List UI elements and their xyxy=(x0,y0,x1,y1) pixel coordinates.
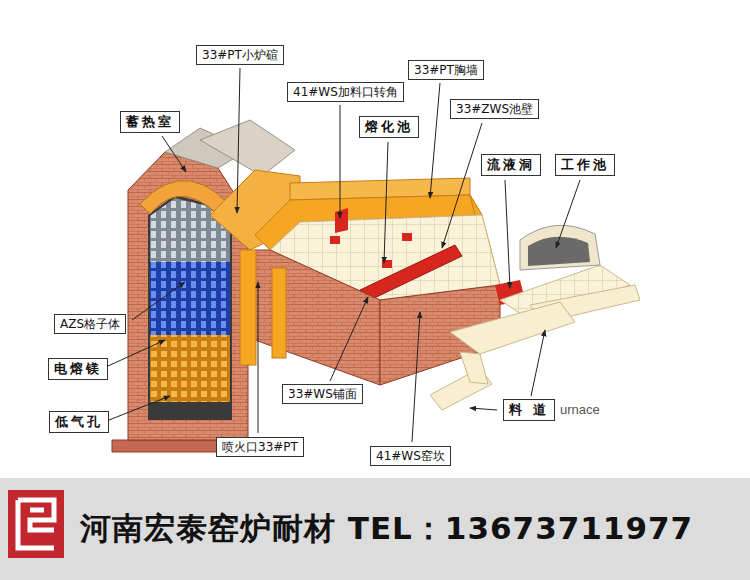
callout-box: 33#WS铺面 xyxy=(282,384,363,404)
leader-line xyxy=(384,142,388,263)
callout-box: 41#WS加料口转角 xyxy=(287,82,404,102)
working-opening xyxy=(528,237,590,266)
leader-line xyxy=(340,105,341,218)
section-label: 流液洞 xyxy=(481,154,541,176)
leader-line xyxy=(412,312,420,442)
leader-line xyxy=(330,297,368,381)
working-crown xyxy=(520,225,600,270)
logo-glyph xyxy=(18,500,54,548)
front-wall xyxy=(255,250,380,385)
callout-box: 33#ZWS池壁 xyxy=(450,99,539,119)
leader-lines xyxy=(108,68,580,442)
leader-line xyxy=(556,180,580,248)
callout-box: 33#PT小炉碹 xyxy=(196,45,284,65)
footer-band: 河南宏泰窑炉耐材 TEL：13673711977 xyxy=(0,478,750,580)
melting-tank xyxy=(240,178,525,385)
pillar xyxy=(272,268,286,358)
leader-line xyxy=(470,408,497,410)
leader-line xyxy=(258,282,259,433)
port-roof xyxy=(200,120,295,176)
callout-box: 喷火口33#PT xyxy=(216,437,304,457)
red-block xyxy=(330,236,340,244)
logo-square xyxy=(8,490,64,558)
regenerator xyxy=(112,128,262,452)
section-label: 低气孔 xyxy=(49,411,109,433)
regenerator-chamber xyxy=(148,195,232,420)
label-text: 熔化池 xyxy=(365,119,413,135)
company-contact: 河南宏泰窑炉耐材 TEL：13673711977 xyxy=(80,510,693,547)
label-text: 蓄热室 xyxy=(126,114,174,130)
leader-line xyxy=(109,396,170,420)
leader-line xyxy=(237,68,240,213)
label-text: 工作池 xyxy=(561,157,609,173)
label-text: 33#ZWS池壁 xyxy=(456,102,533,116)
feeder xyxy=(460,352,488,384)
label-text: 流液洞 xyxy=(487,157,535,173)
callout-box: 33#PT胸墙 xyxy=(408,60,484,80)
working-end xyxy=(430,225,640,410)
leader-line xyxy=(442,123,482,248)
doghouse-corner xyxy=(335,208,348,233)
red-block xyxy=(402,233,412,241)
checker-orange xyxy=(150,335,230,402)
callout-box: 41#WS窑坎 xyxy=(370,446,451,466)
leader-line xyxy=(531,330,545,396)
company-logo xyxy=(8,490,64,558)
leader-line xyxy=(430,83,440,198)
label-text: 电熔镁 xyxy=(54,361,102,377)
leader-line xyxy=(505,180,510,288)
leader-line xyxy=(132,282,185,320)
section-label: 电熔镁 xyxy=(48,358,108,380)
footer-band xyxy=(0,478,750,580)
label-text: AZS格子体 xyxy=(60,317,120,331)
leader-line xyxy=(108,340,165,366)
label-text: 33#PT胸墙 xyxy=(414,63,478,77)
watermark-text: urnace xyxy=(560,402,600,417)
section-label: 工作池 xyxy=(555,154,615,176)
label-text: 33#WS铺面 xyxy=(288,387,357,401)
label-text: 33#PT小炉碹 xyxy=(202,48,278,62)
leader-line xyxy=(162,136,186,172)
section-label: 蓄热室 xyxy=(120,111,180,133)
red-block xyxy=(382,260,392,268)
section-label: 熔化池 xyxy=(359,116,419,138)
feeder xyxy=(450,302,575,354)
label-text: 喷火口33#PT xyxy=(222,440,298,454)
label-text: 41#WS窑坎 xyxy=(376,449,445,463)
section-label: 料 道 xyxy=(503,399,555,421)
label-text: 41#WS加料口转角 xyxy=(293,85,398,99)
label-text: 料 道 xyxy=(509,402,549,418)
callout-box: AZS格子体 xyxy=(54,314,126,334)
pillar xyxy=(240,250,256,365)
label-text: 低气孔 xyxy=(55,414,103,430)
